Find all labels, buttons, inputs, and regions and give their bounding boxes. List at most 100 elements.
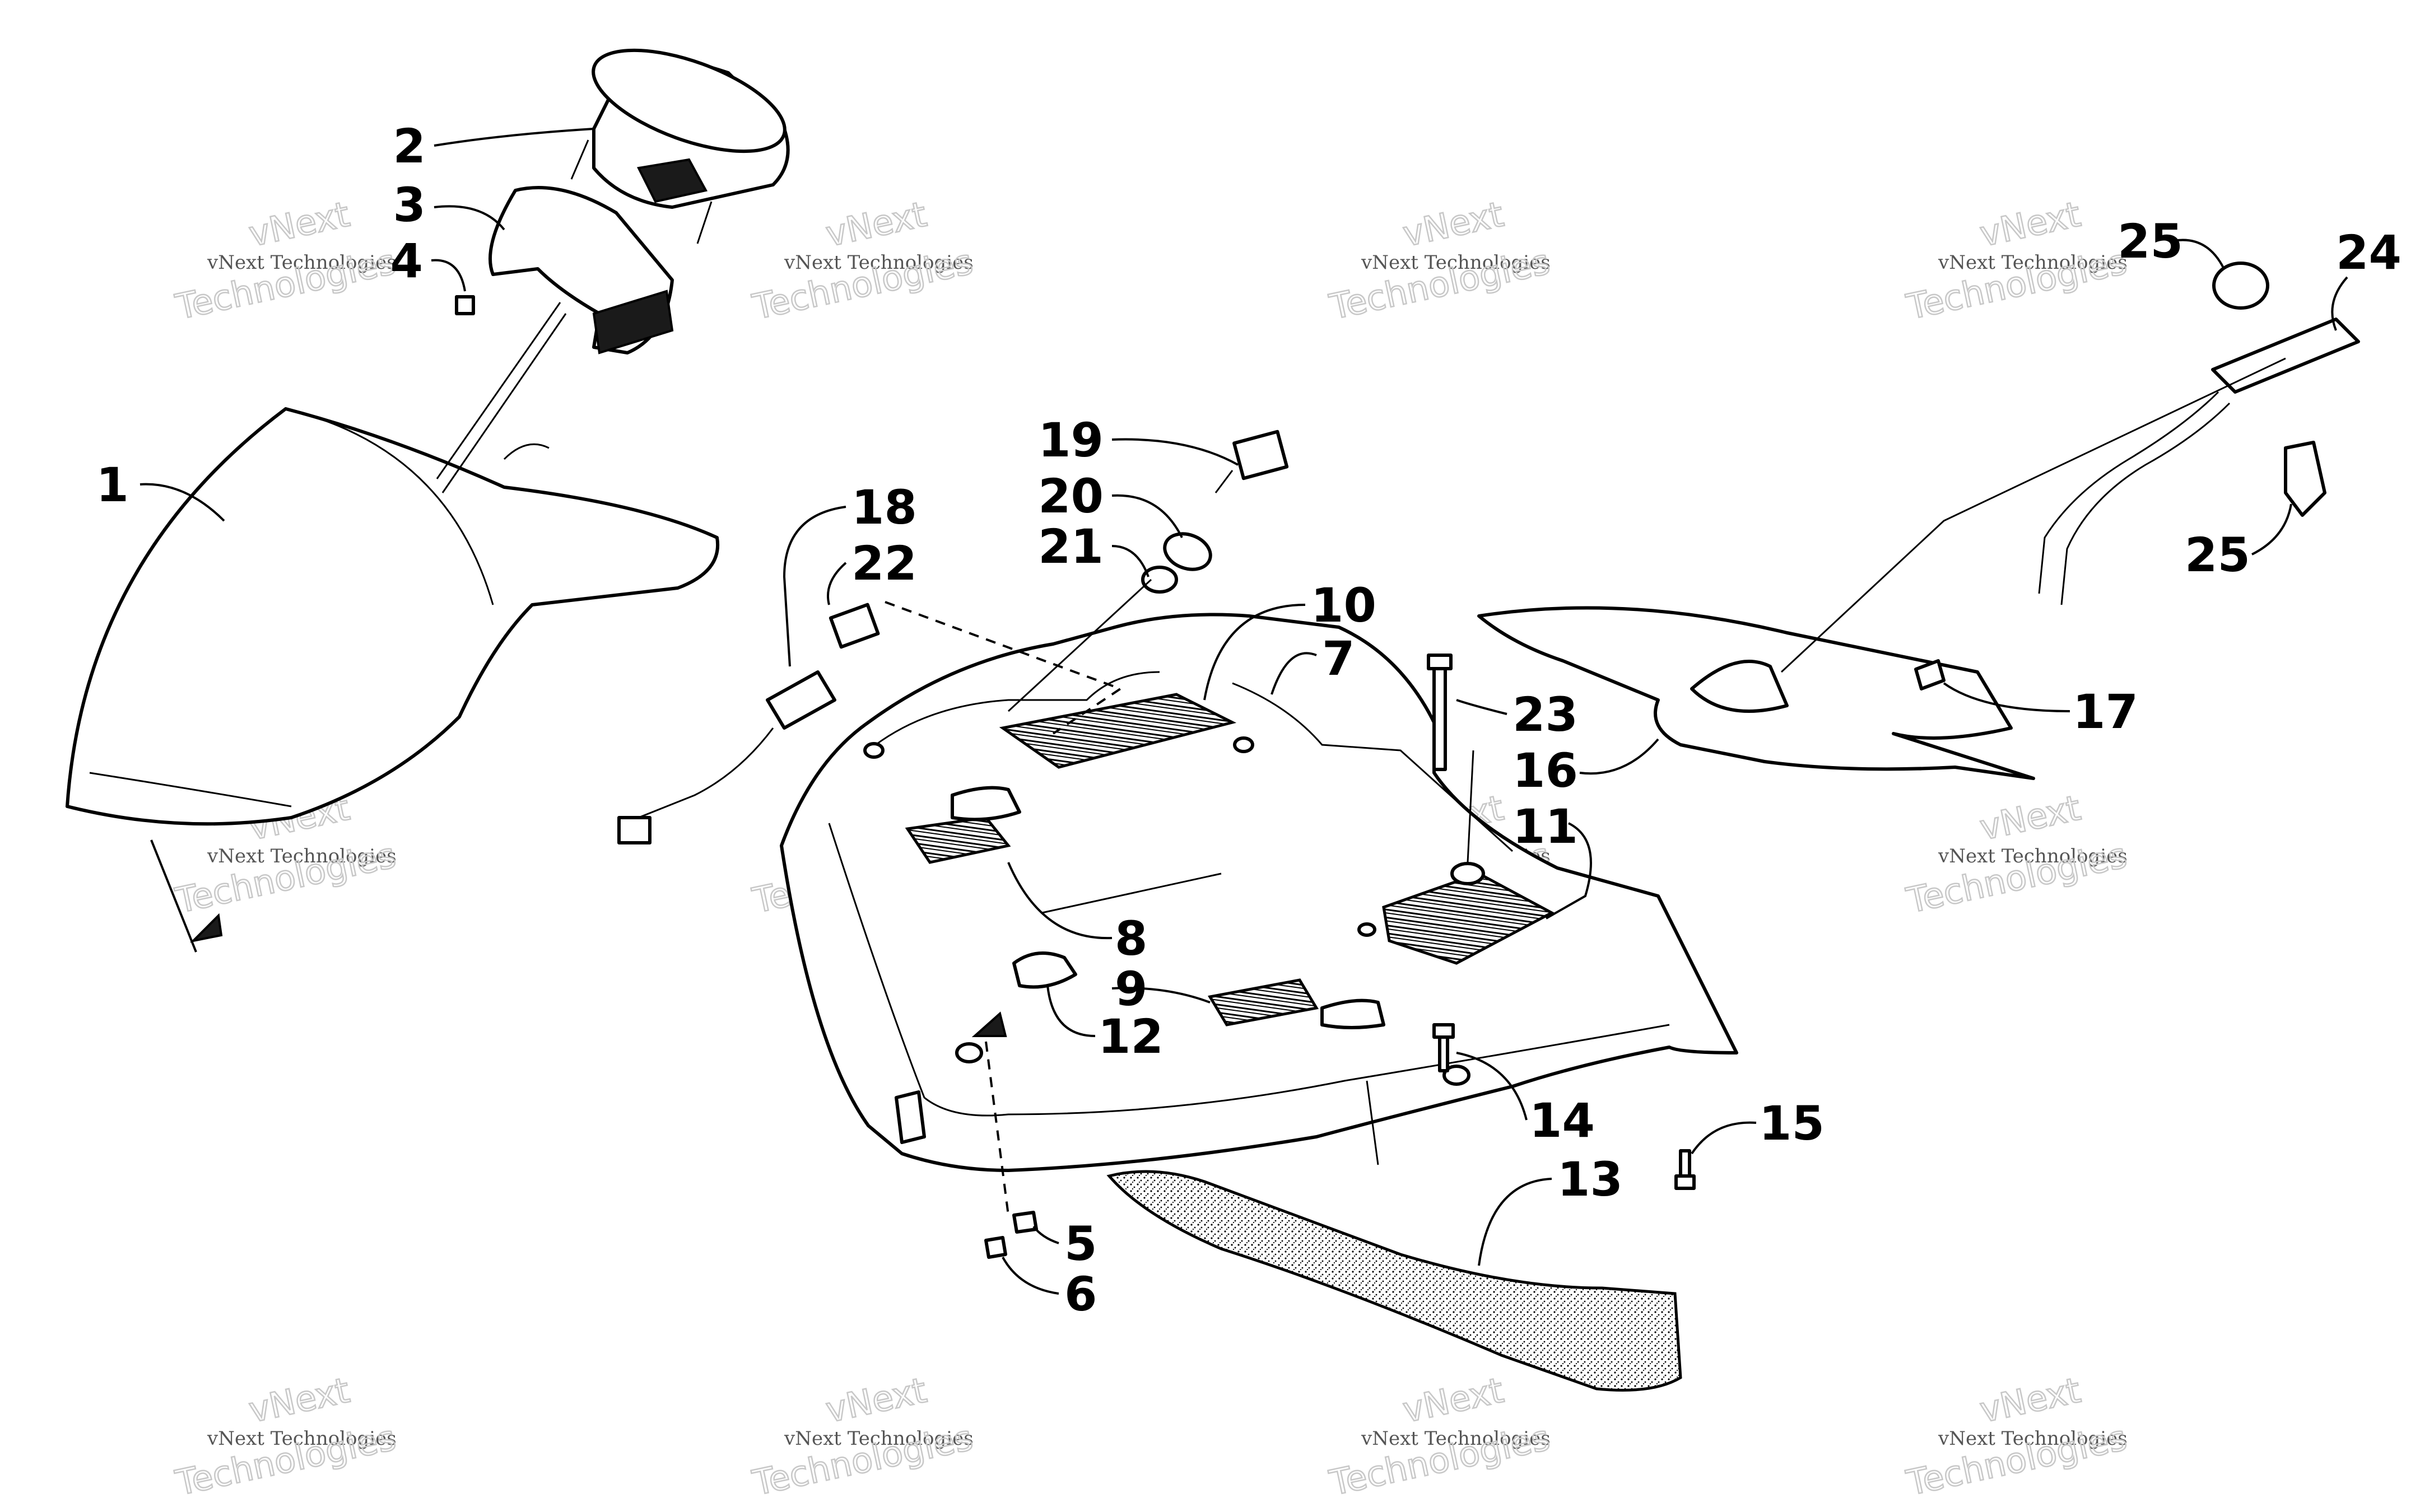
callout-9: 9 — [1111, 962, 1211, 1016]
callout-8: 8 — [1007, 862, 1147, 966]
svg-text:vNext Technologies: vNext Technologies — [1361, 1427, 1551, 1450]
watermark-7: vNext Technologies vNext Technologies — [1902, 786, 2131, 922]
part-speedometer — [570, 48, 790, 244]
callout-3: 3 — [393, 178, 505, 232]
callout-12: 12 — [1046, 985, 1164, 1064]
callout-16: 16 — [1513, 738, 1659, 798]
svg-text:vNext Technologies: vNext Technologies — [207, 251, 397, 274]
callout-11: 11 — [1513, 799, 1592, 920]
callout-20: 20 — [1038, 469, 1183, 538]
svg-text:11: 11 — [1513, 799, 1578, 854]
svg-text:vNext: vNext — [1976, 194, 2084, 255]
part-main-body-panel — [780, 613, 1738, 1172]
part-hood — [66, 407, 720, 826]
svg-text:vNext: vNext — [822, 1370, 930, 1431]
part-gauge-bracket — [488, 186, 674, 354]
svg-text:10: 10 — [1311, 578, 1376, 633]
svg-text:24: 24 — [2336, 225, 2402, 280]
svg-text:vNext Technologies: vNext Technologies — [1938, 251, 2128, 274]
callout-10: 10 — [1203, 578, 1376, 701]
svg-text:6: 6 — [1064, 1267, 1097, 1322]
svg-text:4: 4 — [390, 234, 423, 288]
part-screw-5 — [1012, 1211, 1038, 1234]
svg-text:23: 23 — [1513, 687, 1578, 742]
svg-text:2: 2 — [393, 119, 426, 174]
callout-1: 1 — [96, 458, 225, 953]
svg-text:19: 19 — [1038, 413, 1104, 468]
svg-text:18: 18 — [851, 480, 917, 535]
svg-text:7: 7 — [1322, 631, 1355, 686]
svg-text:12: 12 — [1098, 1009, 1164, 1064]
svg-text:5: 5 — [1064, 1216, 1097, 1271]
svg-text:25: 25 — [2118, 214, 2183, 269]
svg-text:vNext Technologies: vNext Technologies — [1938, 1427, 2128, 1450]
svg-text:16: 16 — [1513, 743, 1578, 798]
callout-5: 5 — [1032, 1216, 1097, 1271]
arrow-body — [971, 1011, 1007, 1037]
svg-text:vNext Technologies: vNext Technologies — [207, 1427, 397, 1450]
part-grommet-12 — [1012, 951, 1077, 989]
callout-13: 13 — [1478, 1152, 1623, 1266]
svg-text:8: 8 — [1115, 911, 1147, 966]
svg-text:vNext: vNext — [1976, 787, 2084, 848]
svg-text:1: 1 — [96, 458, 129, 512]
callout-4: 4 — [390, 234, 466, 292]
svg-text:14: 14 — [1529, 1093, 1595, 1148]
callout-24: 24 — [2331, 225, 2402, 331]
svg-text:vNext Technologies: vNext Technologies — [784, 251, 974, 274]
svg-text:21: 21 — [1038, 519, 1104, 574]
assembly-lines — [436, 302, 2286, 1216]
callout-7: 7 — [1270, 631, 1355, 695]
svg-text:vNext Technologies: vNext Technologies — [1938, 845, 2128, 867]
watermark-3: vNext Technologies vNext Technologies — [1902, 193, 2131, 328]
part-screw-6 — [984, 1236, 1007, 1259]
svg-text:vNext: vNext — [245, 1370, 353, 1431]
watermark-0: vNext Technologies vNext Technologies — [171, 193, 400, 328]
watermark-10: vNext Technologies vNext Technologies — [1325, 1369, 1554, 1504]
part-screw-15 — [1674, 1149, 1696, 1190]
svg-text:vNext: vNext — [1399, 194, 1507, 255]
svg-text:17: 17 — [2073, 684, 2138, 739]
callout-22: 22 — [827, 536, 917, 605]
callout-2: 2 — [393, 119, 594, 174]
callout-25a: 25 — [2118, 214, 2225, 269]
svg-text:vNext: vNext — [1976, 1370, 2084, 1431]
callout-18: 18 — [783, 480, 917, 667]
svg-text:vNext Technologies: vNext Technologies — [1361, 251, 1551, 274]
part-screw-17 — [1914, 659, 1946, 690]
callout-25b: 25 — [2185, 503, 2292, 582]
watermark-2: vNext Technologies vNext Technologies — [1325, 193, 1554, 328]
watermark-1: vNext Technologies vNext Technologies — [748, 193, 977, 328]
arrow-hood — [189, 913, 223, 943]
svg-text:20: 20 — [1038, 469, 1104, 524]
part-key-set — [1141, 430, 1289, 594]
svg-text:13: 13 — [1557, 1152, 1623, 1207]
svg-text:vNext Technologies: vNext Technologies — [784, 1427, 974, 1450]
callout-21: 21 — [1038, 519, 1150, 577]
svg-text:3: 3 — [393, 178, 426, 232]
part-screw-14 — [1432, 1023, 1455, 1072]
svg-text:vNext Technologies: vNext Technologies — [207, 845, 397, 867]
callout-14: 14 — [1456, 1052, 1595, 1148]
watermark-11: vNext Technologies vNext Technologies — [1902, 1369, 2131, 1504]
watermark-8: vNext Technologies vNext Technologies — [171, 1369, 400, 1504]
svg-text:15: 15 — [1759, 1096, 1825, 1151]
svg-text:vNext: vNext — [245, 194, 353, 255]
watermark-9: vNext Technologies vNext Technologies — [748, 1369, 977, 1504]
svg-text:vNext: vNext — [822, 194, 930, 255]
part-handlebar-pad — [1477, 606, 2035, 780]
svg-text:25: 25 — [2185, 528, 2250, 582]
callout-15: 15 — [1691, 1096, 1825, 1155]
part-foam-pad — [1106, 1170, 1682, 1392]
callout-17: 17 — [1943, 682, 2138, 739]
callout-23: 23 — [1456, 687, 1578, 742]
callout-6: 6 — [1002, 1257, 1097, 1322]
callout-19: 19 — [1038, 413, 1239, 468]
svg-text:22: 22 — [851, 536, 917, 591]
svg-text:vNext: vNext — [1399, 1370, 1507, 1431]
part-long-bolt — [1427, 654, 1453, 771]
part-ignition-switch — [617, 603, 880, 844]
part-throttle-assembly — [2038, 262, 2360, 605]
part-nut — [455, 295, 475, 315]
